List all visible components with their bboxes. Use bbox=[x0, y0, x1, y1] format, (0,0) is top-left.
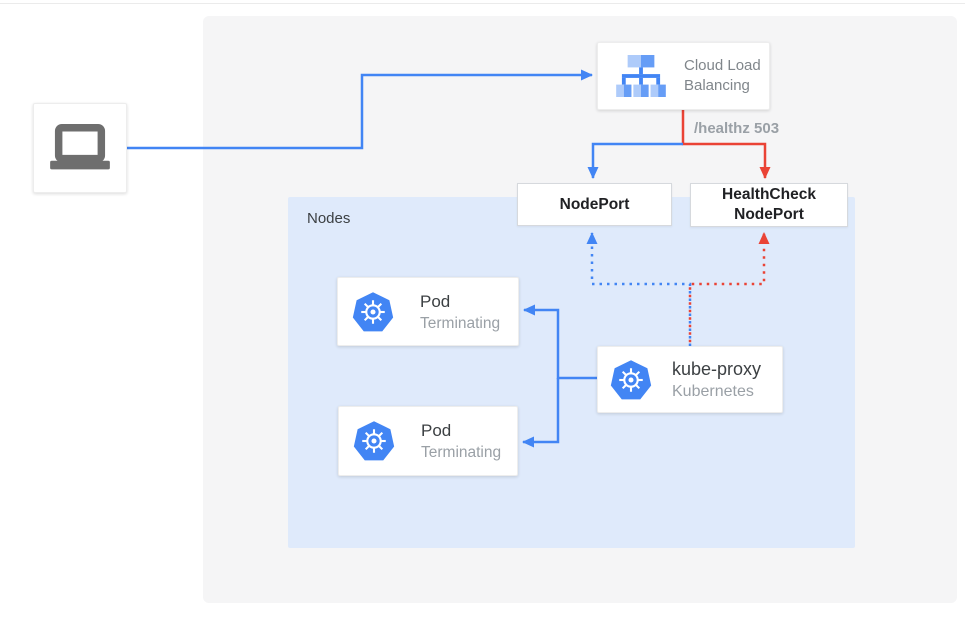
nodeport-label: NodePort bbox=[559, 195, 630, 213]
nodes-panel-label: Nodes bbox=[307, 210, 351, 227]
pod-2-node: Pod Terminating bbox=[338, 406, 518, 476]
cloud-load-balancing-node: Cloud Load Balancing bbox=[597, 42, 770, 110]
kubernetes-icon bbox=[610, 359, 652, 399]
kube-proxy-title: kube-proxy bbox=[672, 358, 762, 379]
nodeport-node: NodePort bbox=[517, 183, 672, 226]
top-divider bbox=[0, 3, 965, 4]
laptop-icon bbox=[50, 124, 110, 170]
pod-1-node: Pod Terminating bbox=[337, 277, 519, 346]
pod-2-title: Pod bbox=[421, 421, 452, 440]
kube-proxy-subtitle: Kubernetes bbox=[672, 382, 754, 400]
healthcheck-nodeport-node: HealthCheck NodePort bbox=[690, 183, 848, 227]
client-node bbox=[33, 103, 127, 193]
kube-proxy-node: kube-proxy Kubernetes bbox=[597, 346, 783, 413]
pod-2-status: Terminating bbox=[421, 444, 502, 461]
pod-1-status: Terminating bbox=[420, 314, 501, 332]
healthcheck-nodeport-label-line1: HealthCheck bbox=[722, 186, 816, 203]
load-balancer-icon bbox=[616, 55, 666, 97]
kubernetes-icon bbox=[353, 421, 395, 461]
cloud-lb-label-line2: Balancing bbox=[684, 77, 750, 94]
pod-1-title: Pod bbox=[420, 291, 451, 311]
healthz-503-label: /healthz 503 bbox=[694, 120, 780, 137]
cloud-lb-label-line1: Cloud Load bbox=[684, 57, 761, 74]
healthcheck-nodeport-label-line2: NodePort bbox=[734, 206, 804, 223]
kubernetes-icon bbox=[352, 291, 394, 331]
